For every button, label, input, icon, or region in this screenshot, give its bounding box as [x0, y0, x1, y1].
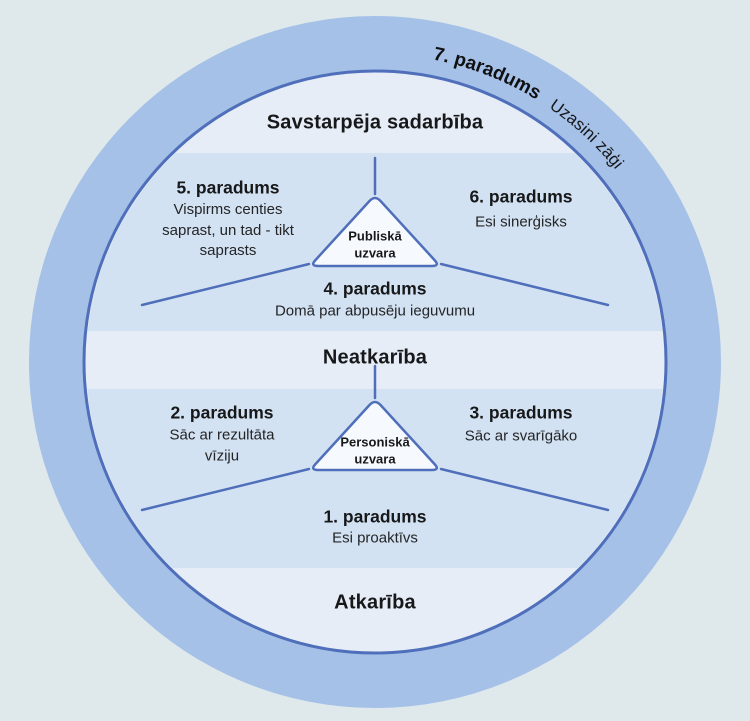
independence-title: Neatkarība [322, 346, 428, 369]
habit-2-label: 2. paradums [170, 402, 274, 423]
habit-5-label: 5. paradums [176, 177, 280, 198]
habit-5-text: Vispirms centies saprast, un tad - tikt … [162, 200, 294, 260]
habit-6-text: Esi sinerģisks [475, 213, 567, 231]
private-victory-right-wing-line [439, 467, 610, 512]
private-victory-triangle [311, 400, 439, 472]
connector-lines [140, 156, 610, 512]
public-victory-right-wing-line [439, 262, 610, 307]
habit-4-text: Domā par abpusēju ieguvumu [274, 302, 476, 320]
habit-3-label: 3. paradums [469, 402, 573, 423]
interdependence-title: Savstarpēja sadarbība [266, 111, 484, 134]
public-victory-triangle [311, 196, 439, 268]
habit-6-label: 6. paradums [469, 186, 573, 207]
habit-1-text: Esi proaktīvs [332, 529, 418, 547]
habit-2-text: Sāc ar rezultāta vīziju [169, 426, 275, 464]
habit-1-label: 1. paradums [323, 506, 427, 527]
private-victory-left-wing-line [140, 467, 311, 512]
habit-4-label: 4. paradums [323, 278, 427, 299]
public-victory-left-wing-line [140, 262, 311, 307]
public-victory-label: Publiskā uzvara [348, 228, 402, 260]
private-victory-label: Personiskā uzvara [340, 434, 410, 466]
dependence-title: Atkarība [334, 591, 416, 614]
habit-3-text: Sāc ar svarīgāko [464, 427, 578, 445]
